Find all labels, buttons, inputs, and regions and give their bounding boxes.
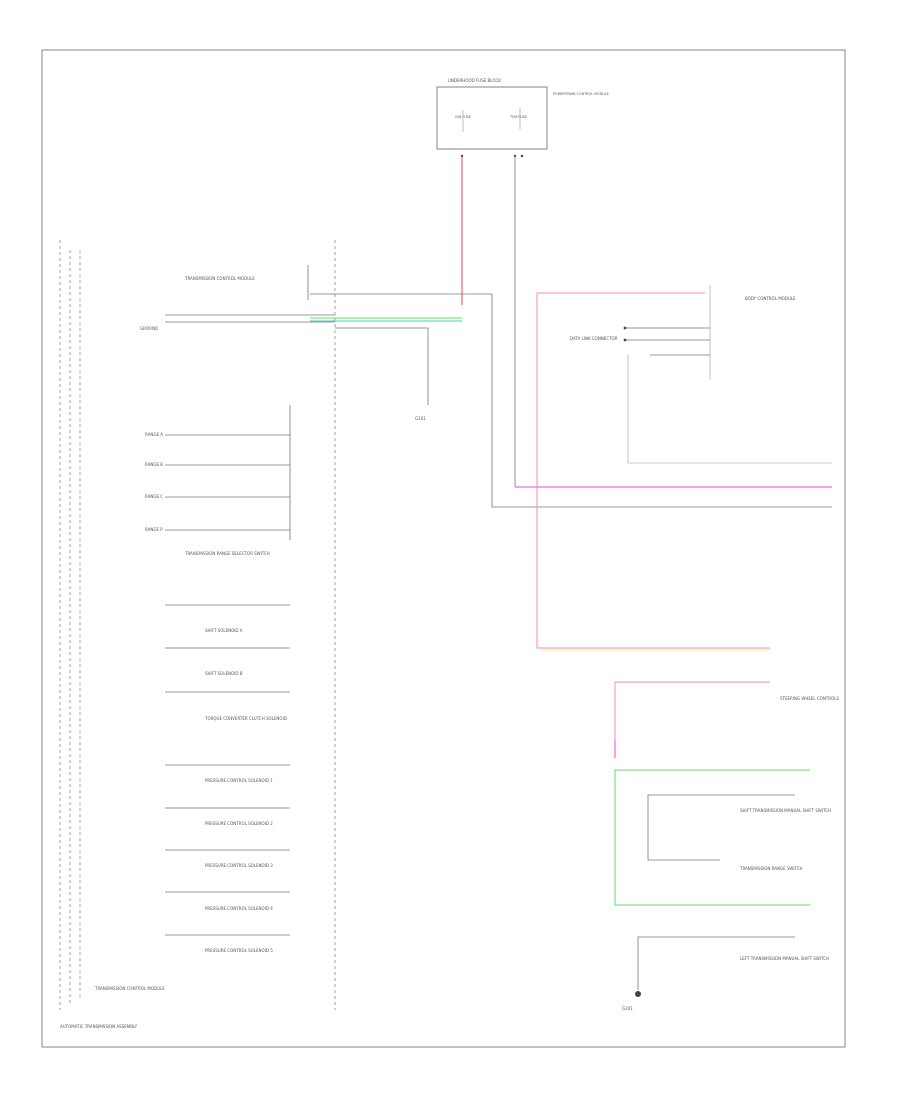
wire-pink-steering <box>614 681 770 755</box>
wire-pink-loop <box>536 292 770 649</box>
tcm-bottom-label: TRANSMISSION CONTROL MODULE <box>94 986 165 991</box>
ground-bottom-node <box>635 991 641 997</box>
left-switch-label: LEFT TRANSMISSION MANUAL SHIFT SWITCH <box>740 956 829 961</box>
fuse-2-label: TCM FUSE <box>509 115 527 119</box>
selector-label: TRANSMISSION RANGE SELECTOR SWITCH <box>184 551 270 556</box>
solenoid-3: TORQUE CONVERTER CLUTCH SOLENOID <box>204 716 287 721</box>
solenoid-5: PRESSURE CONTROL SOLENOID 2 <box>205 821 273 826</box>
solenoid-4: PRESSURE CONTROL SOLENOID 1 <box>205 778 273 783</box>
wire-to-ground-left <box>335 327 429 405</box>
fuse-block-title: UNDERHOOD FUSE BLOCK <box>448 78 501 83</box>
assembly-title: AUTOMATIC TRANSMISSION ASSEMBLY <box>60 1024 138 1029</box>
assembly-boundary <box>59 240 336 1010</box>
solenoid-7: PRESSURE CONTROL SOLENOID 4 <box>205 906 273 911</box>
solenoid-list: SHIFT SOLENOID A SHIFT SOLENOID B TORQUE… <box>165 604 290 953</box>
ground-left-label: G101 <box>415 416 426 421</box>
ground-bottom-label: G201 <box>622 1006 633 1011</box>
solenoid-8: PRESSURE CONTROL SOLENOID 5 <box>205 948 273 953</box>
ground-label: GROUND <box>140 326 158 331</box>
data-link-label: DATA LINK CONNECTOR <box>570 336 618 341</box>
fuse-block: UNDERHOOD FUSE BLOCK POWERTRAIN CONTROL … <box>436 78 609 158</box>
tcm-top-label: TRANSMISSION CONTROL MODULE <box>184 276 255 281</box>
solenoid-6: PRESSURE CONTROL SOLENOID 3 <box>205 863 273 868</box>
solenoid-2: SHIFT SOLENOID B <box>205 671 243 676</box>
body-control-label: BODY CONTROL MODULE <box>745 296 796 301</box>
fuse-block-note: POWERTRAIN CONTROL MODULE <box>553 92 609 96</box>
solenoid-1: SHIFT SOLENOID A <box>205 628 243 633</box>
wire-shift-switch <box>647 794 795 861</box>
steering-label: STEERING WHEEL CONTROLS <box>780 696 839 701</box>
range-input-a: RANGE A <box>145 432 163 437</box>
diagram-border <box>41 49 846 1048</box>
range-input-p: RANGE P <box>145 527 163 532</box>
wire-gray-3 <box>627 355 832 464</box>
lock-down-label: TRANSMISSION RANGE SWITCH <box>739 866 803 871</box>
wire-gray-1 <box>310 293 832 508</box>
tcm-connector: TRANSMISSION CONTROL MODULE GROUND <box>140 265 335 331</box>
body-control-block: BODY CONTROL MODULE DATA LINK CONNECTOR <box>570 285 796 380</box>
range-input-b: RANGE B <box>145 462 163 467</box>
range-input-c: RANGE C <box>145 494 163 499</box>
wire-green-lower <box>614 769 810 906</box>
shift-switch-label: SHIFT TRANSMISSION MANUAL SHIFT SWITCH <box>740 808 831 813</box>
wire-left-switch <box>637 936 795 990</box>
range-selector-switch: RANGE A RANGE B RANGE C RANGE P TRANSMIS… <box>145 405 291 556</box>
